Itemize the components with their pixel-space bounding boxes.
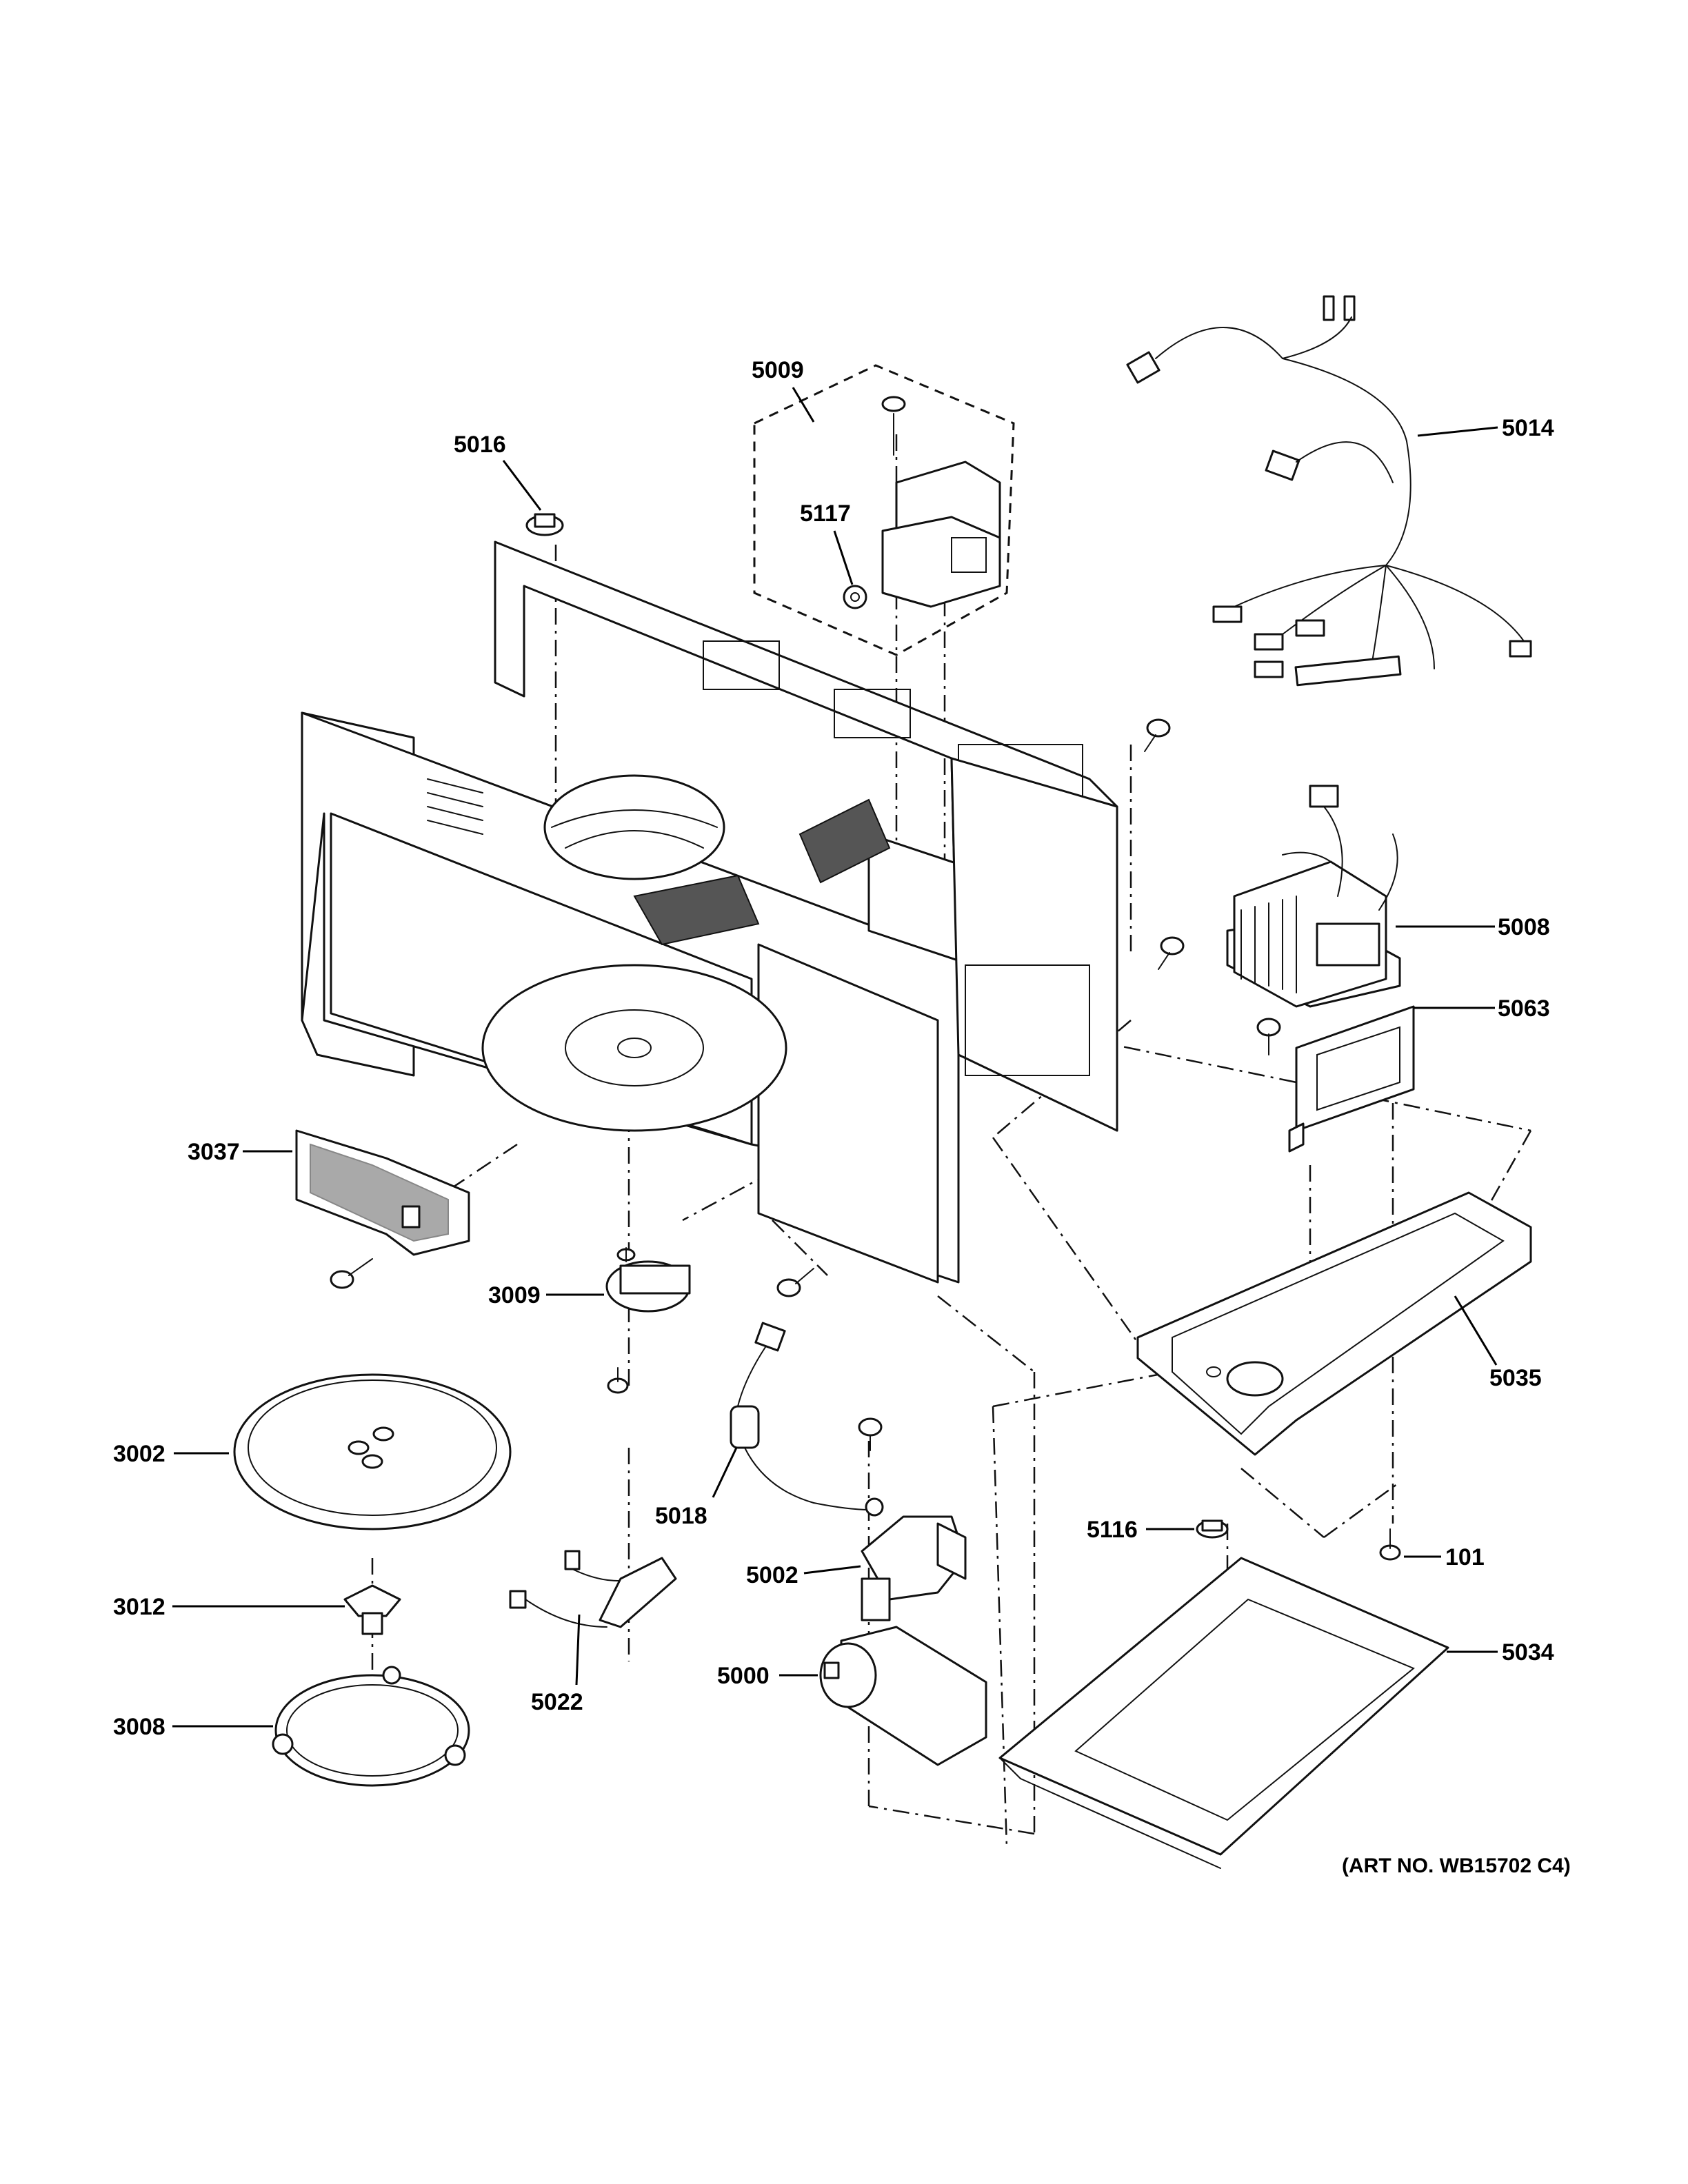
callout-3009: 3009 (488, 1282, 541, 1308)
callout-5022: 5022 (531, 1689, 583, 1715)
part-101-screw (1379, 1528, 1401, 1561)
part-3008-roller-ring (272, 1666, 470, 1787)
part-5002-bracket (861, 1515, 967, 1621)
part-3037-cover (295, 1129, 470, 1256)
part-5009-magnetron (881, 396, 1001, 608)
part-5014-wire-harness (1126, 295, 1532, 687)
callout-5000: 5000 (717, 1663, 770, 1689)
callout-3037: 3037 (188, 1139, 240, 1165)
oven-cavity-chassis (301, 540, 1118, 1284)
part-5035-base-plate (1136, 1191, 1532, 1456)
callout-leader-lines (172, 387, 1498, 1728)
group-outline-5009 (753, 364, 1015, 656)
callout-5014: 5014 (1502, 415, 1554, 441)
callout-5002: 5002 (746, 1562, 798, 1588)
callout-5018: 5018 (655, 1503, 707, 1529)
callout-5035: 5035 (1489, 1365, 1542, 1391)
part-5008-transformer (1226, 785, 1401, 1008)
callout-5009: 5009 (752, 357, 804, 383)
callout-3012: 3012 (113, 1594, 165, 1620)
part-3012-coupler (343, 1584, 401, 1635)
callout-5063: 5063 (1498, 995, 1550, 1022)
callout-3002: 3002 (113, 1441, 165, 1467)
art-number: (ART NO. WB15702 C4) (1342, 1854, 1571, 1877)
part-3009-motor (605, 1247, 691, 1313)
part-5116-sensor (1196, 1519, 1229, 1539)
screws (330, 718, 1281, 1451)
part-5034-bottom-plate (998, 1557, 1449, 1869)
part-5016-thermostat (525, 513, 564, 536)
callout-5116: 5116 (1087, 1517, 1138, 1543)
part-5000-capacitor (819, 1626, 987, 1766)
callout-5117: 5117 (800, 501, 851, 527)
part-5022-switch-wire (509, 1550, 677, 1628)
callout-3008: 3008 (113, 1714, 165, 1740)
callout-5016: 5016 (454, 432, 506, 458)
callout-101: 101 (1445, 1544, 1485, 1570)
callout-5008: 5008 (1498, 914, 1550, 940)
part-5117-thermal-fuse (843, 585, 867, 609)
part-3002-glass-tray (233, 1373, 512, 1530)
part-5018-wire (730, 1322, 884, 1517)
callout-5034: 5034 (1502, 1639, 1554, 1666)
part-5063-gasket (1288, 1005, 1415, 1153)
callout-labels: 5009 5016 5117 5014 5008 5063 3037 3009 … (113, 357, 1554, 1740)
